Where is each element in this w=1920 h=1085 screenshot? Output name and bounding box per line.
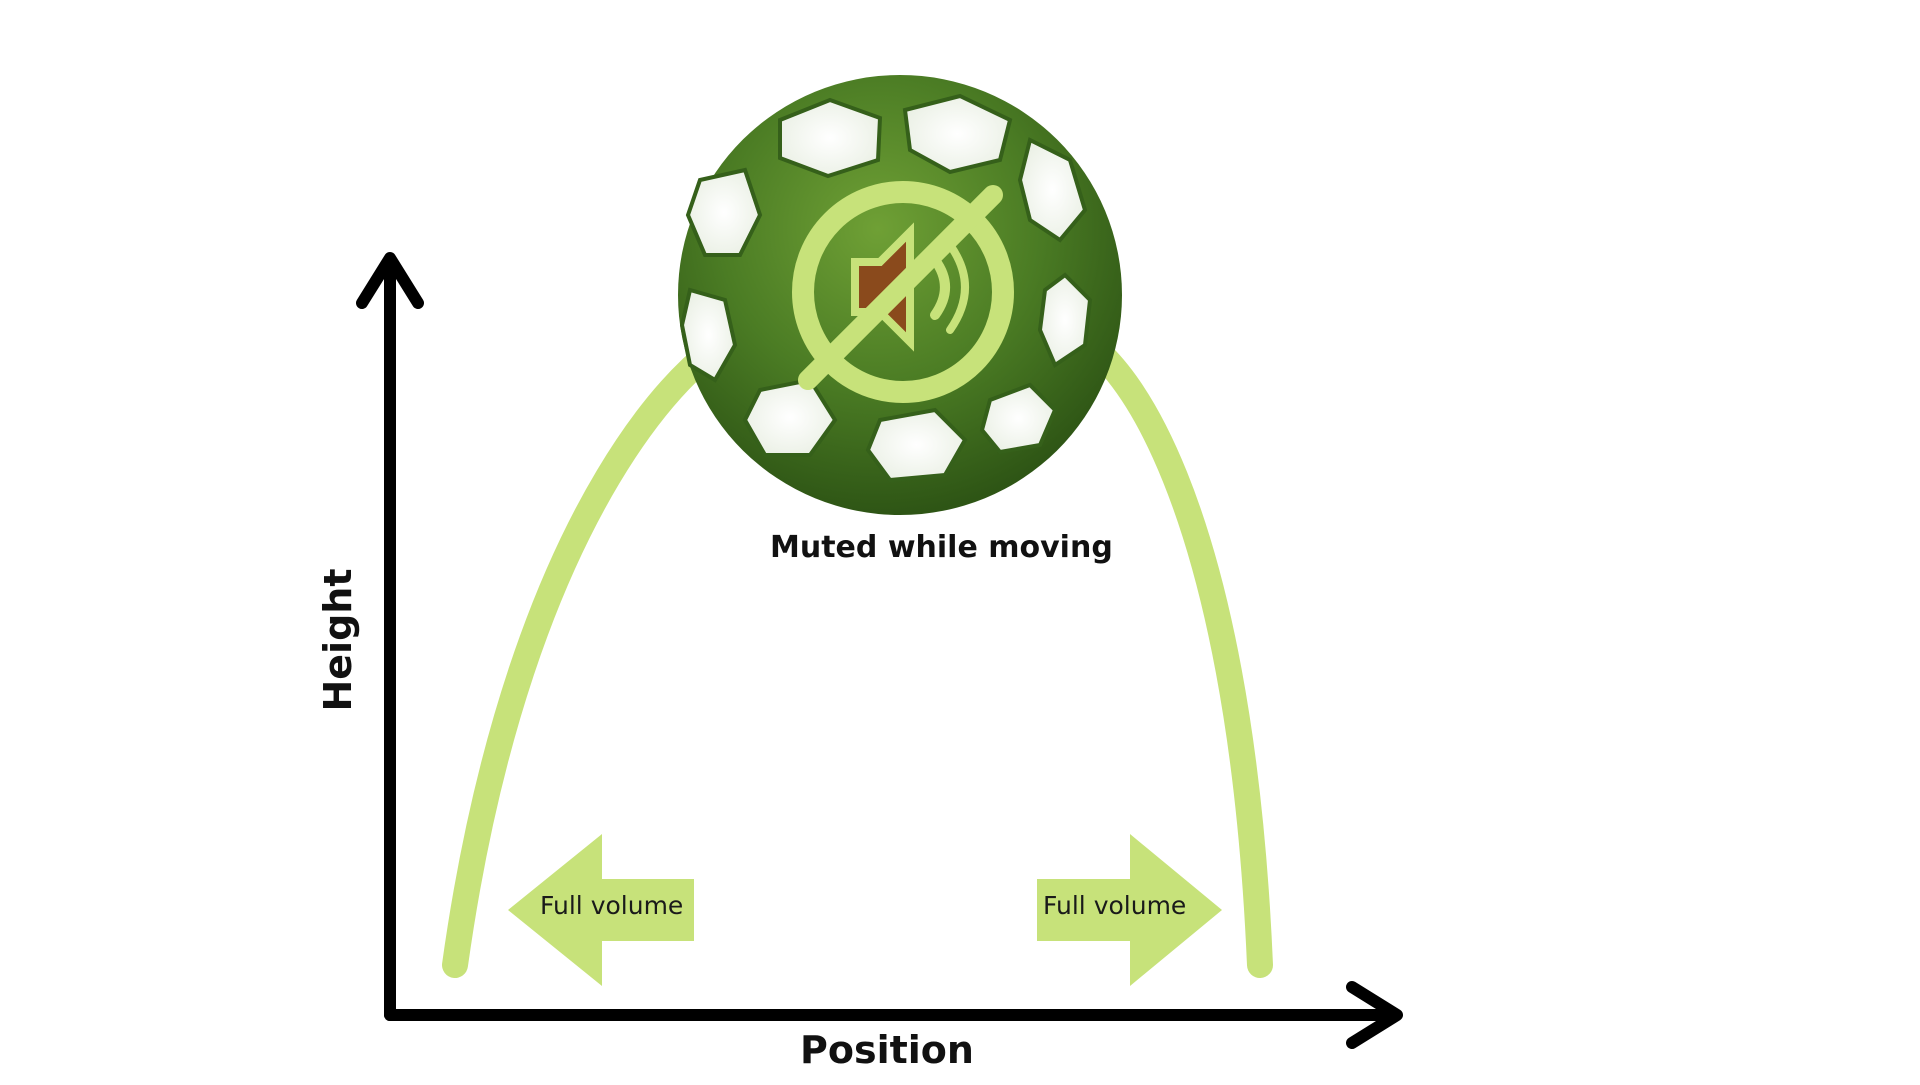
right-arrow-shape	[1037, 834, 1222, 986]
left-arrow-label: Full volume	[540, 891, 684, 920]
muted-speaker-icon	[792, 181, 1014, 403]
x-axis-label: Position	[800, 1028, 974, 1072]
y-axis-arrowhead	[356, 252, 424, 309]
mesh-ball	[678, 75, 1122, 515]
y-axis-label: Height	[316, 568, 360, 712]
left-arrow-shape	[508, 834, 694, 986]
muted-caption: Muted while moving	[770, 530, 1113, 565]
axes	[356, 252, 1403, 1049]
x-axis-arrowhead	[1346, 981, 1403, 1049]
right-arrow-label: Full volume	[1043, 891, 1187, 920]
